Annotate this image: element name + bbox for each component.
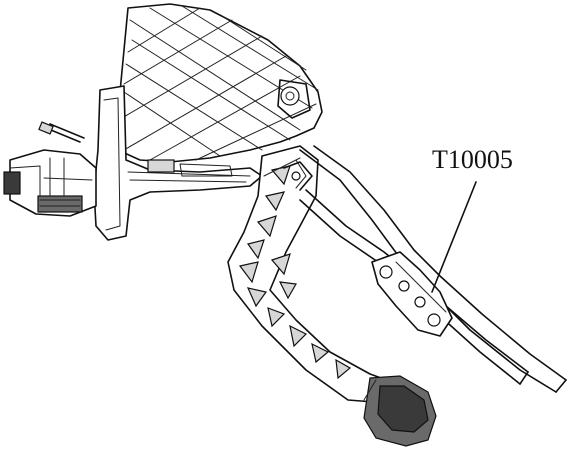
- tool-callout: T10005: [431, 145, 513, 293]
- tool-label: T10005: [432, 145, 513, 174]
- mounting-plate: [93, 85, 263, 241]
- pedal-holding-tool-icon: [283, 145, 567, 393]
- pedal-pad: [363, 375, 437, 447]
- pedal-bracket: [111, 3, 323, 163]
- electrical-connector-icon: [3, 121, 97, 217]
